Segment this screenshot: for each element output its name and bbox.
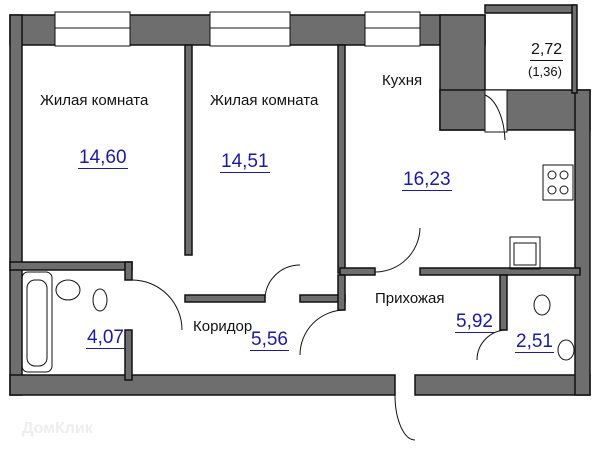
watermark-logo: ДомКлик xyxy=(22,420,93,437)
room-name-living-2: Жилая комната xyxy=(210,92,319,109)
room-name-hallway: Прихожая xyxy=(375,290,445,307)
room-name-corridor: Коридор xyxy=(193,318,253,335)
room-area-toilet: 2,51 xyxy=(515,331,554,353)
room-area-kitchen: 16,23 xyxy=(402,169,452,191)
room-area-hallway: 5,92 xyxy=(455,311,494,333)
balcony-reduced-area: (1,36) xyxy=(528,64,562,79)
room-area-bathroom: 4,07 xyxy=(86,327,125,349)
room-name-living-1: Жилая комната xyxy=(40,92,149,109)
balcony-area: 2,72 xyxy=(530,40,564,61)
room-area-living-1: 14,60 xyxy=(78,147,128,169)
room-name-kitchen: Кухня xyxy=(382,72,423,89)
room-area-corridor: 5,56 xyxy=(250,329,289,351)
room-area-living-2: 14,51 xyxy=(220,151,270,173)
